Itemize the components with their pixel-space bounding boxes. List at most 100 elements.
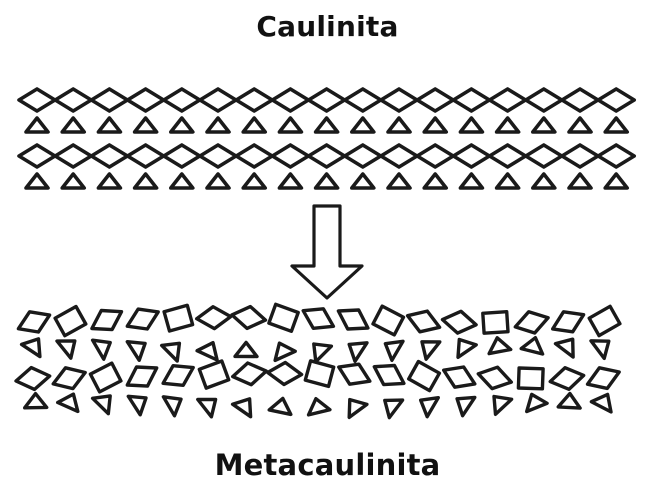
- diamond-shape: [91, 89, 127, 111]
- distorted-triangle-shape: [527, 394, 547, 411]
- triangle-shape: [243, 174, 265, 188]
- distorted-triangle-shape: [385, 400, 403, 418]
- distorted-triangle-shape: [162, 343, 180, 361]
- distorted-triangle-shape: [421, 398, 439, 417]
- diamond-shape: [19, 89, 55, 111]
- distorted-triangle-shape: [349, 343, 367, 362]
- distorted-quad-shape: [515, 312, 548, 333]
- ordered-layer-structure: [19, 89, 634, 188]
- diamond-shape: [562, 145, 598, 167]
- triangle-shape: [98, 118, 120, 132]
- distorted-quad-shape: [16, 368, 50, 390]
- distorted-quad-shape: [483, 312, 508, 334]
- diamond-shape: [562, 89, 598, 111]
- triangle-shape: [460, 118, 482, 132]
- diamond-shape: [200, 145, 236, 167]
- distorted-quad-shape: [269, 304, 298, 331]
- triangle-shape: [388, 174, 410, 188]
- down-arrow-icon: [292, 206, 362, 298]
- distorted-quad-shape: [55, 307, 86, 336]
- distorted-quad-shape: [444, 367, 475, 387]
- triangle-shape: [26, 174, 48, 188]
- distorted-quad-shape: [305, 361, 333, 387]
- distorted-triangle-shape: [314, 344, 332, 362]
- diamond-shape: [164, 89, 200, 111]
- distorted-triangle-shape: [163, 397, 181, 416]
- distorted-quad-shape: [588, 368, 620, 389]
- distorted-quad-shape: [443, 311, 477, 333]
- diamond-shape: [200, 89, 236, 111]
- diamond-shape: [345, 89, 381, 111]
- diamond-shape: [55, 145, 91, 167]
- triangle-shape: [352, 174, 374, 188]
- triangle-shape: [605, 174, 627, 188]
- disordered-layer-structure: [16, 304, 620, 417]
- distorted-triangle-shape: [385, 341, 403, 360]
- diamond-shape: [345, 145, 381, 167]
- diamond-shape: [309, 89, 345, 111]
- triangle-shape: [207, 174, 229, 188]
- triangle-shape: [279, 118, 301, 132]
- distorted-triangle-shape: [25, 394, 47, 408]
- distorted-triangle-shape: [457, 397, 475, 415]
- distorted-quad-shape: [553, 312, 584, 332]
- distorted-triangle-shape: [556, 339, 574, 357]
- distorted-triangle-shape: [93, 396, 111, 414]
- diamond-shape: [91, 145, 127, 167]
- diamond-shape: [526, 89, 562, 111]
- distorted-triangle-shape: [458, 340, 476, 358]
- distorted-quad-shape: [339, 364, 370, 384]
- diamond-shape: [598, 145, 634, 167]
- triangle-shape: [243, 118, 265, 132]
- triangle-shape: [533, 174, 555, 188]
- diamond-shape: [128, 145, 164, 167]
- distorted-quad-shape: [127, 367, 156, 386]
- distorted-triangle-shape: [57, 341, 75, 358]
- diamond-shape: [381, 89, 417, 111]
- diamond-shape: [309, 145, 345, 167]
- distorted-quad-shape: [232, 307, 266, 329]
- distorted-quad-shape: [550, 368, 584, 390]
- diamond-shape: [236, 145, 272, 167]
- triangle-shape: [352, 118, 374, 132]
- metakaolinite-label: Metacaulinita: [0, 448, 655, 482]
- distorted-quad-shape: [90, 363, 121, 392]
- diamond-shape: [236, 89, 272, 111]
- distorted-triangle-shape: [521, 338, 542, 354]
- triangle-shape: [98, 174, 120, 188]
- triangle-shape: [424, 174, 446, 188]
- triangle-shape: [135, 118, 157, 132]
- distorted-quad-shape: [197, 307, 231, 329]
- distorted-quad-shape: [374, 366, 404, 385]
- distorted-quad-shape: [478, 367, 511, 388]
- distorted-triangle-shape: [309, 399, 330, 415]
- triangle-shape: [605, 118, 627, 132]
- diamond-shape: [128, 89, 164, 111]
- distorted-triangle-shape: [591, 341, 609, 359]
- distorted-quad-shape: [127, 309, 158, 329]
- distorted-triangle-shape: [235, 342, 257, 356]
- triangle-shape: [316, 174, 338, 188]
- distorted-triangle-shape: [269, 398, 291, 414]
- distorted-quad-shape: [18, 312, 49, 332]
- diamond-shape: [272, 145, 308, 167]
- distorted-quad-shape: [268, 363, 302, 385]
- triangle-shape: [497, 174, 519, 188]
- distorted-quad-shape: [589, 306, 620, 335]
- diamond-shape: [164, 145, 200, 167]
- distorted-quad-shape: [338, 310, 368, 329]
- distorted-quad-shape: [373, 306, 404, 335]
- distorted-triangle-shape: [22, 339, 40, 357]
- distorted-triangle-shape: [275, 343, 295, 360]
- distorted-triangle-shape: [128, 396, 146, 415]
- triangle-shape: [171, 174, 193, 188]
- distorted-triangle-shape: [558, 394, 580, 409]
- distorted-triangle-shape: [494, 397, 512, 415]
- triangle-shape: [460, 174, 482, 188]
- distorted-quad-shape: [408, 311, 440, 332]
- triangle-shape: [316, 118, 338, 132]
- distorted-quad-shape: [518, 368, 543, 389]
- triangle-shape: [569, 118, 591, 132]
- triangle-shape: [569, 174, 591, 188]
